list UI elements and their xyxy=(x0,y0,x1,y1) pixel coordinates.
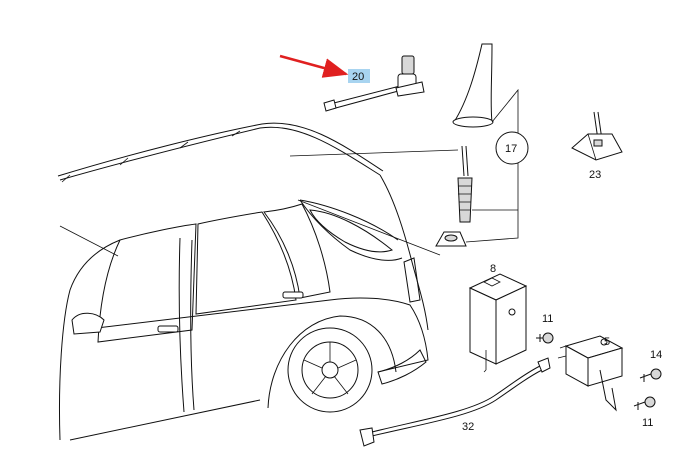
vehicle-outline xyxy=(57,122,429,441)
antenna-base xyxy=(435,231,467,247)
shark-fin-antenna xyxy=(452,43,494,128)
leader-roof xyxy=(289,149,459,157)
leader-rear xyxy=(297,199,441,256)
callout-17-circle xyxy=(495,131,529,165)
bolt-11-bottom xyxy=(633,396,656,410)
rod-antenna xyxy=(457,145,473,223)
callout-8: 8 xyxy=(490,263,496,275)
roof-antenna-23 xyxy=(571,111,623,161)
callout-11-top: 11 xyxy=(542,313,553,325)
red-arrow xyxy=(279,54,349,78)
antenna-cable-20 xyxy=(323,55,425,112)
callout-23: 23 xyxy=(589,169,601,181)
bolt-14 xyxy=(639,368,662,382)
bracket-17 xyxy=(465,88,519,243)
module-8 xyxy=(468,273,528,373)
cable-32 xyxy=(359,357,551,447)
callout-32: 32 xyxy=(462,421,474,433)
leader-side xyxy=(59,225,119,257)
callout-11-bottom: 11 xyxy=(642,417,653,429)
bolt-11-top xyxy=(536,332,554,344)
callout-14: 14 xyxy=(650,349,662,361)
callout-20-highlight xyxy=(348,69,370,83)
callout-17: 17 xyxy=(505,143,517,155)
callout-20: 20 xyxy=(352,71,364,83)
callout-5: 5 xyxy=(604,336,610,348)
amplifier-5 xyxy=(557,335,624,412)
